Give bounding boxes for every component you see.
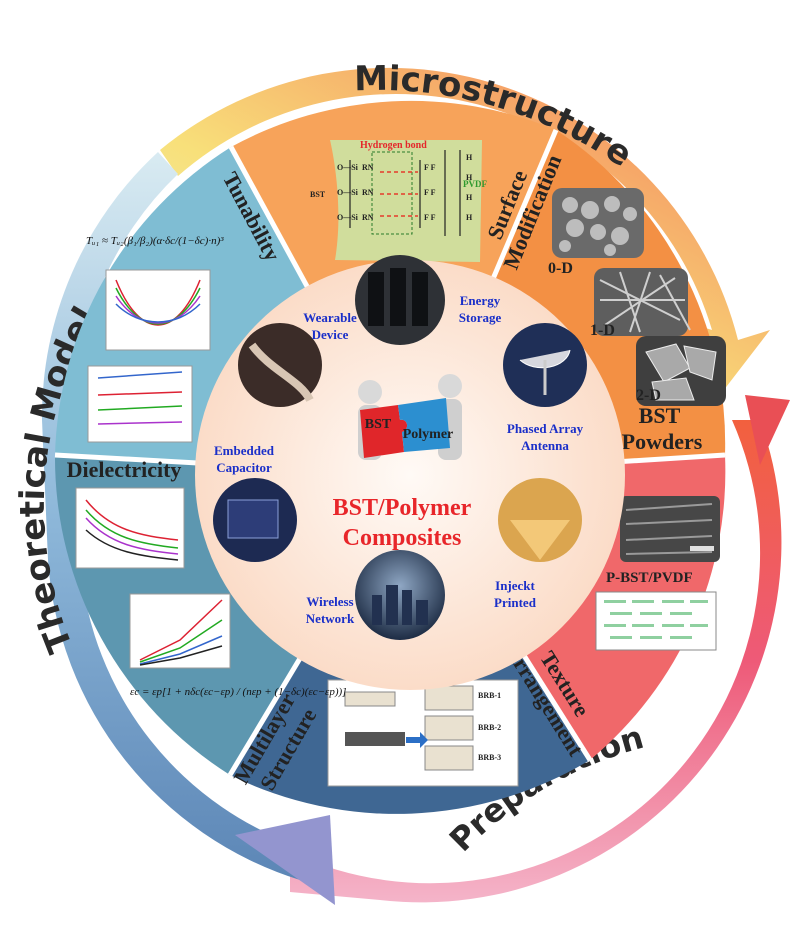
svg-text:F F: F F bbox=[424, 213, 436, 222]
puzzle-label-polymer: Polymer bbox=[403, 427, 454, 442]
brb2-label: BRB-2 bbox=[478, 723, 501, 732]
bst-line2: Powders bbox=[622, 429, 703, 454]
svg-text:O—Si: O—Si bbox=[337, 188, 359, 197]
svg-text:O—Si: O—Si bbox=[337, 163, 359, 172]
tunability-formula: Tᵤ₁ ≈ Tᵤ₂(β₁/β₂)(α·δc/(1−δc)·n)³ bbox=[86, 235, 224, 247]
microstructure-arrowhead bbox=[745, 395, 790, 465]
texture-sample-label: P-BST/PVDF bbox=[606, 570, 693, 586]
svg-text:F F: F F bbox=[424, 188, 436, 197]
svg-text:RN: RN bbox=[362, 188, 374, 197]
pvdf-label: PVDF bbox=[463, 179, 487, 189]
svg-text:RN: RN bbox=[362, 213, 374, 222]
multilayer-panel: BRB-1 BRB-2 BRB-3 bbox=[327, 679, 519, 787]
dielectric-formula: εc = εp[1 + nδc(εc−εp) / (nεp + (1−δc)(ε… bbox=[130, 686, 346, 698]
dielectric-plot-1 bbox=[75, 487, 185, 569]
svg-text:H: H bbox=[466, 193, 473, 202]
center-puzzle-figure: BST Polymer bbox=[358, 374, 462, 460]
svg-text:H: H bbox=[466, 153, 473, 162]
svg-text:F F: F F bbox=[424, 163, 436, 172]
bst-powders-panel: 0-D 1-D 2-D bbox=[548, 188, 726, 406]
bst-line1: BST bbox=[639, 403, 681, 428]
brb3-label: BRB-3 bbox=[478, 753, 501, 762]
sector-label-dielectricity: Dielectricity bbox=[67, 457, 182, 482]
photo-wireless-network bbox=[355, 550, 445, 640]
puzzle-piece-polymer bbox=[398, 398, 450, 452]
powder-label-1d: 1-D bbox=[590, 322, 615, 339]
hydrogen-bond-label: Hydrogen bond bbox=[360, 140, 427, 151]
svg-text:H: H bbox=[466, 173, 473, 182]
sector-label-bst-powders: BST Powders bbox=[622, 403, 703, 454]
brb1-label: BRB-1 bbox=[478, 691, 501, 700]
tunability-plot bbox=[105, 269, 211, 351]
puzzle-piece-bst bbox=[360, 405, 408, 458]
texture-panel: P-BST/PVDF bbox=[595, 496, 720, 651]
powder-label-2d: 2-D bbox=[636, 387, 661, 404]
tunability-plot-2 bbox=[87, 365, 193, 443]
preparation-arrowhead bbox=[235, 815, 335, 905]
theoretical-model-arrow bbox=[41, 152, 311, 880]
svg-text:H: H bbox=[466, 213, 473, 222]
bst-label: BST bbox=[310, 190, 326, 199]
svg-text:RN: RN bbox=[362, 163, 374, 172]
powder-label-0d: 0-D bbox=[548, 260, 573, 277]
texture-sem-image bbox=[620, 496, 720, 562]
svg-text:O—Si: O—Si bbox=[337, 213, 359, 222]
center-title-line2: Composites bbox=[343, 525, 462, 551]
dielectric-plot-2 bbox=[129, 593, 231, 669]
center-title-line1: BST/Polymer bbox=[333, 495, 472, 521]
puzzle-label-bst: BST bbox=[365, 417, 392, 432]
app-photos bbox=[213, 255, 587, 640]
